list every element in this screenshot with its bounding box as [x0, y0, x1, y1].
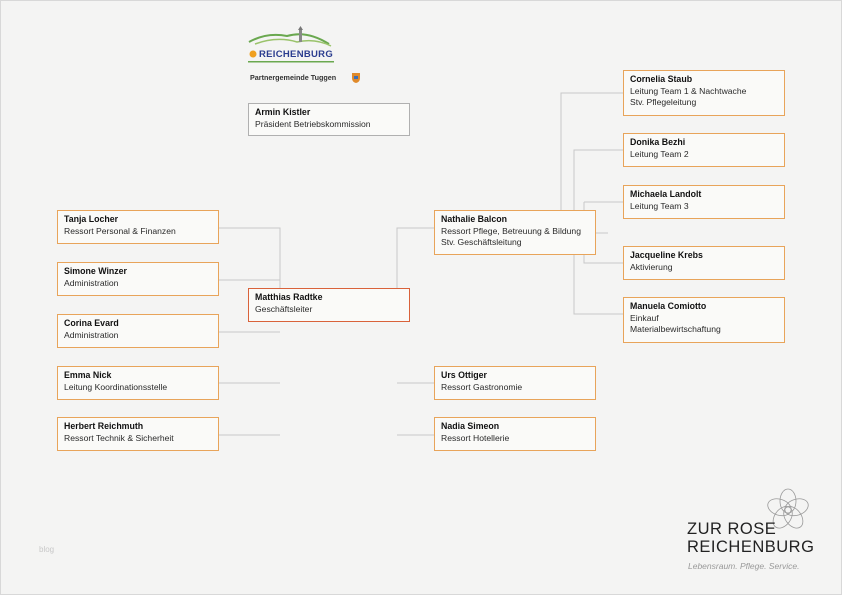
- staff-box: Jacqueline Krebs Aktivierung: [623, 246, 785, 280]
- logo-text: REICHENBURG: [259, 49, 334, 60]
- staff-role: Ressort Gastronomie: [441, 381, 523, 392]
- brand-tagline: Lebensraum. Pflege. Service.: [688, 561, 800, 571]
- ceo-name: Matthias Radtke: [255, 292, 323, 302]
- staff-name: Corina Evard: [64, 318, 119, 328]
- staff-box: Herbert Reichmuth Ressort Technik & Sich…: [57, 417, 219, 451]
- staff-name: Nathalie Balcon: [441, 214, 507, 224]
- president-box: Armin Kistler Präsident Betriebskommissi…: [248, 103, 410, 136]
- president-role: Präsident Betriebskommission: [255, 118, 371, 129]
- staff-role-secondary: Stv. Geschäftsleitung: [441, 237, 522, 247]
- connector-ceo-left: [218, 227, 281, 436]
- staff-box: Donika Bezhi Leitung Team 2: [623, 133, 785, 167]
- ceo-role: Geschäftsleiter: [255, 303, 313, 314]
- staff-role-secondary: Stv. Pflegeleitung: [630, 97, 697, 107]
- staff-box: Tanja Locher Ressort Personal & Finanzen: [57, 210, 219, 244]
- partner-label: Partnergemeinde Tuggen: [250, 73, 337, 82]
- staff-name: Herbert Reichmuth: [64, 421, 144, 431]
- staff-box: Manuela Comiotto Einkauf Materialbewirts…: [623, 297, 785, 343]
- staff-role: Einkauf: [630, 312, 659, 323]
- connector-balcon-right: [560, 92, 623, 315]
- staff-role: Ressort Personal & Finanzen: [64, 225, 176, 236]
- staff-role: Leitung Team 2: [630, 148, 689, 159]
- brand-line-1: ZUR ROSE: [687, 520, 777, 538]
- staff-name: Urs Ottiger: [441, 370, 487, 380]
- staff-box: Emma Nick Leitung Koordinationsstelle: [57, 366, 219, 400]
- staff-role: Ressort Hotellerie: [441, 432, 510, 443]
- staff-box: Cornelia Staub Leitung Team 1 & Nachtwac…: [623, 70, 785, 116]
- connector-ceo-middle: [396, 227, 434, 436]
- reichenburg-logo: [248, 26, 334, 63]
- rose-flower-icon: [767, 488, 809, 529]
- staff-name: Manuela Comiotto: [630, 301, 707, 311]
- staff-role-secondary: Materialbewirtschaftung: [630, 324, 721, 334]
- staff-name: Michaela Landolt: [630, 189, 702, 199]
- staff-role: Leitung Team 1 & Nachtwache: [630, 85, 747, 96]
- staff-box: Corina Evard Administration: [57, 314, 219, 348]
- staff-role: Aktivierung: [630, 261, 673, 272]
- president-name: Armin Kistler: [255, 107, 311, 117]
- staff-name: Simone Winzer: [64, 266, 127, 276]
- brand-line-2: REICHENBURG: [687, 538, 815, 556]
- staff-box: Michaela Landolt Leitung Team 3: [623, 185, 785, 219]
- staff-box: Urs Ottiger Ressort Gastronomie: [434, 366, 596, 400]
- staff-role: Ressort Pflege, Betreuung & Bildung: [441, 225, 581, 236]
- staff-box: Simone Winzer Administration: [57, 262, 219, 296]
- staff-name: Emma Nick: [64, 370, 112, 380]
- staff-name: Nadia Simeon: [441, 421, 500, 431]
- staff-box: Nathalie Balcon Ressort Pflege, Betreuun…: [434, 210, 596, 255]
- crest-icon: [352, 73, 360, 83]
- staff-name: Cornelia Staub: [630, 74, 693, 84]
- staff-role: Leitung Koordinationsstelle: [64, 381, 168, 392]
- staff-name: Jacqueline Krebs: [630, 250, 703, 260]
- staff-role: Ressort Technik & Sicherheit: [64, 432, 174, 443]
- ceo-box: Matthias Radtke Geschäftsleiter: [248, 288, 410, 322]
- staff-role: Administration: [64, 277, 119, 288]
- staff-role: Administration: [64, 329, 119, 340]
- staff-box: Nadia Simeon Ressort Hotellerie: [434, 417, 596, 451]
- staff-name: Tanja Locher: [64, 214, 119, 224]
- staff-role: Leitung Team 3: [630, 200, 689, 211]
- blog-watermark: blog: [39, 545, 55, 554]
- staff-name: Donika Bezhi: [630, 137, 686, 147]
